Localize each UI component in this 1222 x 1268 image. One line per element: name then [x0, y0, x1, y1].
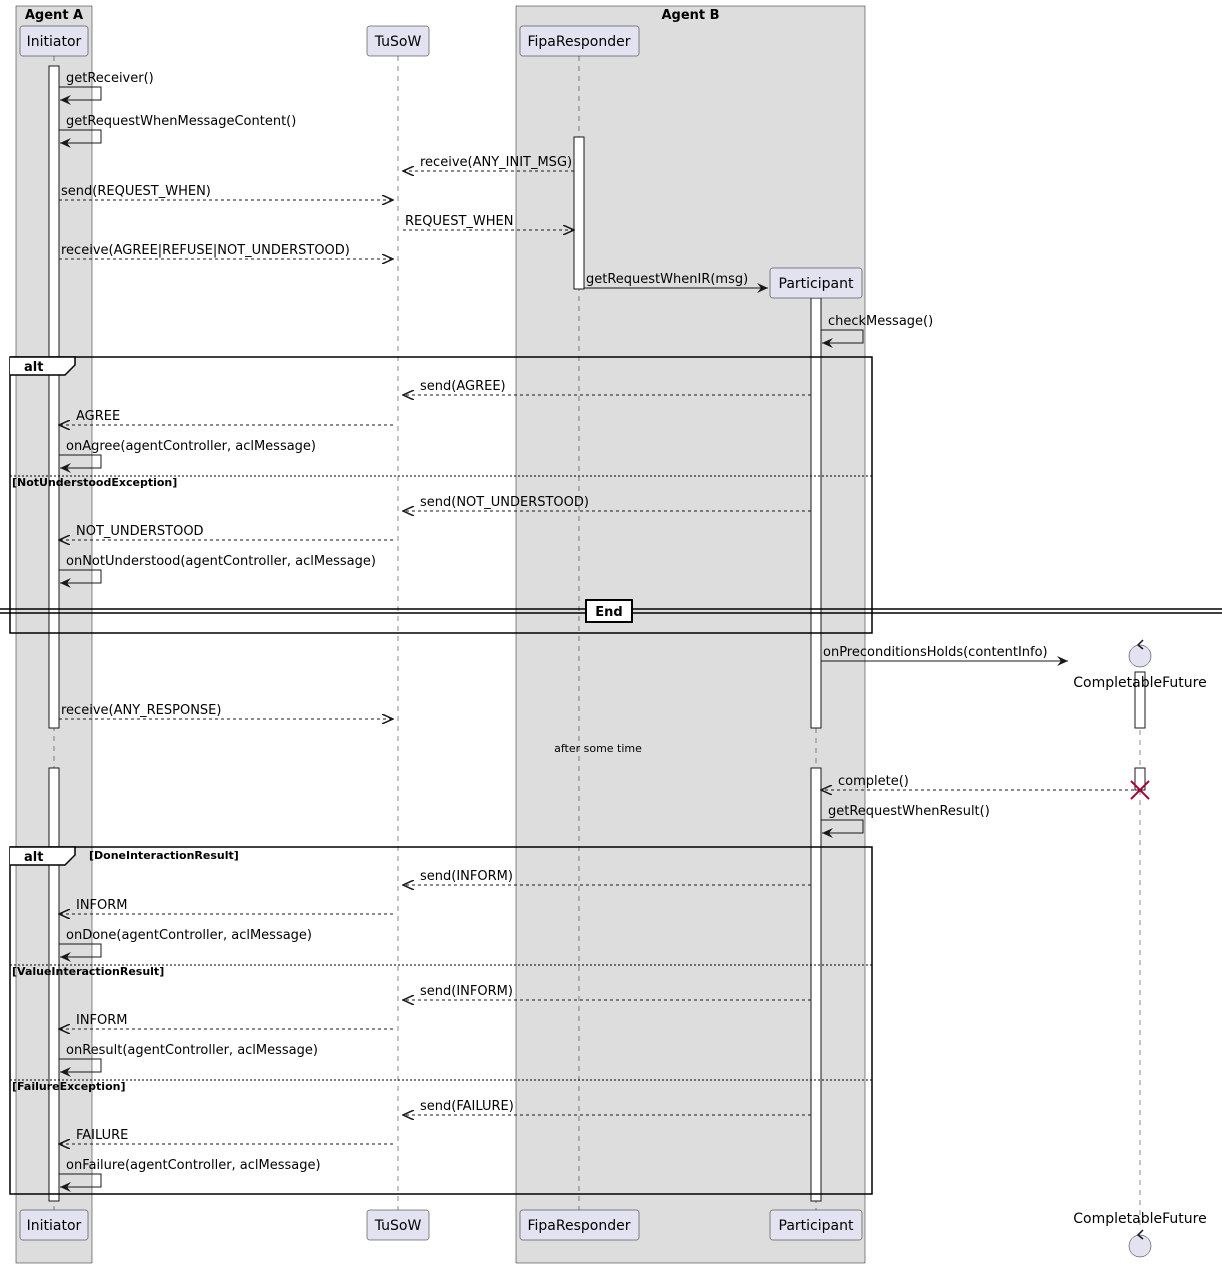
- self-message-arrow: [59, 454, 102, 473]
- message-label: onFailure(agentController, aclMessage): [66, 1158, 321, 1173]
- participant-initiator: [19, 25, 89, 57]
- message-label: getRequestWhenResult(): [828, 804, 990, 819]
- participant-label: Participant: [779, 1218, 854, 1234]
- participant-tusow: [366, 25, 430, 57]
- message-label: send(REQUEST_WHEN): [61, 184, 211, 199]
- message-label: onResult(agentController, aclMessage): [66, 1043, 318, 1058]
- self-message-arrow: [59, 1058, 102, 1077]
- message-label: receive(ANY_RESPONSE): [61, 703, 221, 718]
- divider-box: [585, 599, 633, 623]
- message-label: send(FAILURE): [420, 1099, 514, 1114]
- fragment-tab: [10, 846, 76, 866]
- message-label: getReceiver(): [66, 71, 154, 86]
- participant-label: Participant: [779, 276, 854, 292]
- delay-label: after some time: [554, 742, 642, 755]
- participant-label: FipaResponder: [528, 1218, 631, 1234]
- message-label: getRequestWhenMessageContent(): [66, 114, 296, 129]
- fragment-else-guard: [FailureException]: [12, 1080, 126, 1093]
- message-label: REQUEST_WHEN: [405, 214, 513, 229]
- activation-bar-initiator: [48, 65, 60, 729]
- self-message-arrow: [821, 819, 864, 838]
- activation-bar-participant: [810, 297, 822, 729]
- self-message-arrow: [59, 943, 102, 962]
- message-label: send(INFORM): [420, 984, 513, 999]
- participant-label: CompletableFuture: [1073, 675, 1206, 691]
- participant-participant: [769, 267, 863, 299]
- participant-label: TuSoW: [374, 1218, 422, 1234]
- activation-bar-initiator: [48, 767, 60, 1202]
- participant-initiator: [19, 1209, 89, 1241]
- alt-fragment: [9, 846, 873, 1195]
- message-label: send(INFORM): [420, 869, 513, 884]
- control-arrow-icon: [1136, 639, 1144, 650]
- message-label: INFORM: [76, 1013, 128, 1028]
- message-label: receive(AGREE|REFUSE|NOT_UNDERSTOOD): [61, 243, 350, 258]
- box-title: Agent B: [661, 8, 719, 23]
- message-label: receive(ANY_INIT_MSG): [420, 155, 572, 170]
- message-label: send(AGREE): [420, 379, 506, 394]
- activation-bar-future: [1134, 671, 1146, 729]
- message-label: checkMessage(): [828, 314, 933, 329]
- message-label: complete(): [838, 774, 909, 789]
- message-label: INFORM: [76, 898, 128, 913]
- participant-label: Initiator: [27, 1218, 82, 1234]
- participant-fipa: [519, 25, 640, 57]
- participant-label: FipaResponder: [528, 34, 631, 50]
- message-label: AGREE: [76, 409, 120, 424]
- participant-label: TuSoW: [374, 34, 422, 50]
- control-arrow-icon: [1136, 1229, 1144, 1240]
- message-label: onNotUnderstood(agentController, aclMess…: [66, 554, 376, 569]
- control-icon: [1128, 644, 1152, 668]
- participant-tusow: [366, 1209, 430, 1241]
- fragment-else-guard: [NotUnderstoodException]: [12, 476, 177, 489]
- control-icon: [1128, 1234, 1152, 1258]
- fragment-keyword: alt: [24, 360, 43, 375]
- message-label: send(NOT_UNDERSTOOD): [420, 495, 589, 510]
- message-label: NOT_UNDERSTOOD: [76, 524, 204, 539]
- message-label: onPreconditionsHolds(contentInfo): [823, 645, 1048, 660]
- participant-label: CompletableFuture: [1073, 1211, 1206, 1227]
- self-message-arrow: [59, 1173, 102, 1192]
- activation-bar-fipa: [573, 136, 585, 290]
- participant-fipa: [519, 1209, 640, 1241]
- message-label: onDone(agentController, aclMessage): [66, 928, 312, 943]
- self-message-arrow: [59, 569, 102, 588]
- alt-fragment: [9, 356, 873, 634]
- message-label: FAILURE: [76, 1128, 128, 1143]
- fragment-else-guard: [ValueInteractionResult]: [12, 965, 164, 978]
- self-message-arrow: [59, 86, 102, 105]
- destroy-icon: [1130, 780, 1150, 800]
- participant-label: Initiator: [27, 34, 82, 50]
- participant-participant: [769, 1209, 863, 1241]
- fragment-guard: [DoneInteractionResult]: [89, 849, 239, 862]
- self-message-arrow: [821, 329, 864, 348]
- fragment-tab: [10, 356, 76, 376]
- message-label: getRequestWhenIR(msg): [586, 272, 748, 287]
- activation-bar-participant: [810, 767, 822, 1202]
- message-label: onAgree(agentController, aclMessage): [66, 439, 316, 454]
- fragment-keyword: alt: [24, 850, 43, 865]
- self-message-arrow: [59, 129, 102, 148]
- box-title: Agent A: [25, 8, 83, 23]
- divider-label: End: [595, 605, 622, 620]
